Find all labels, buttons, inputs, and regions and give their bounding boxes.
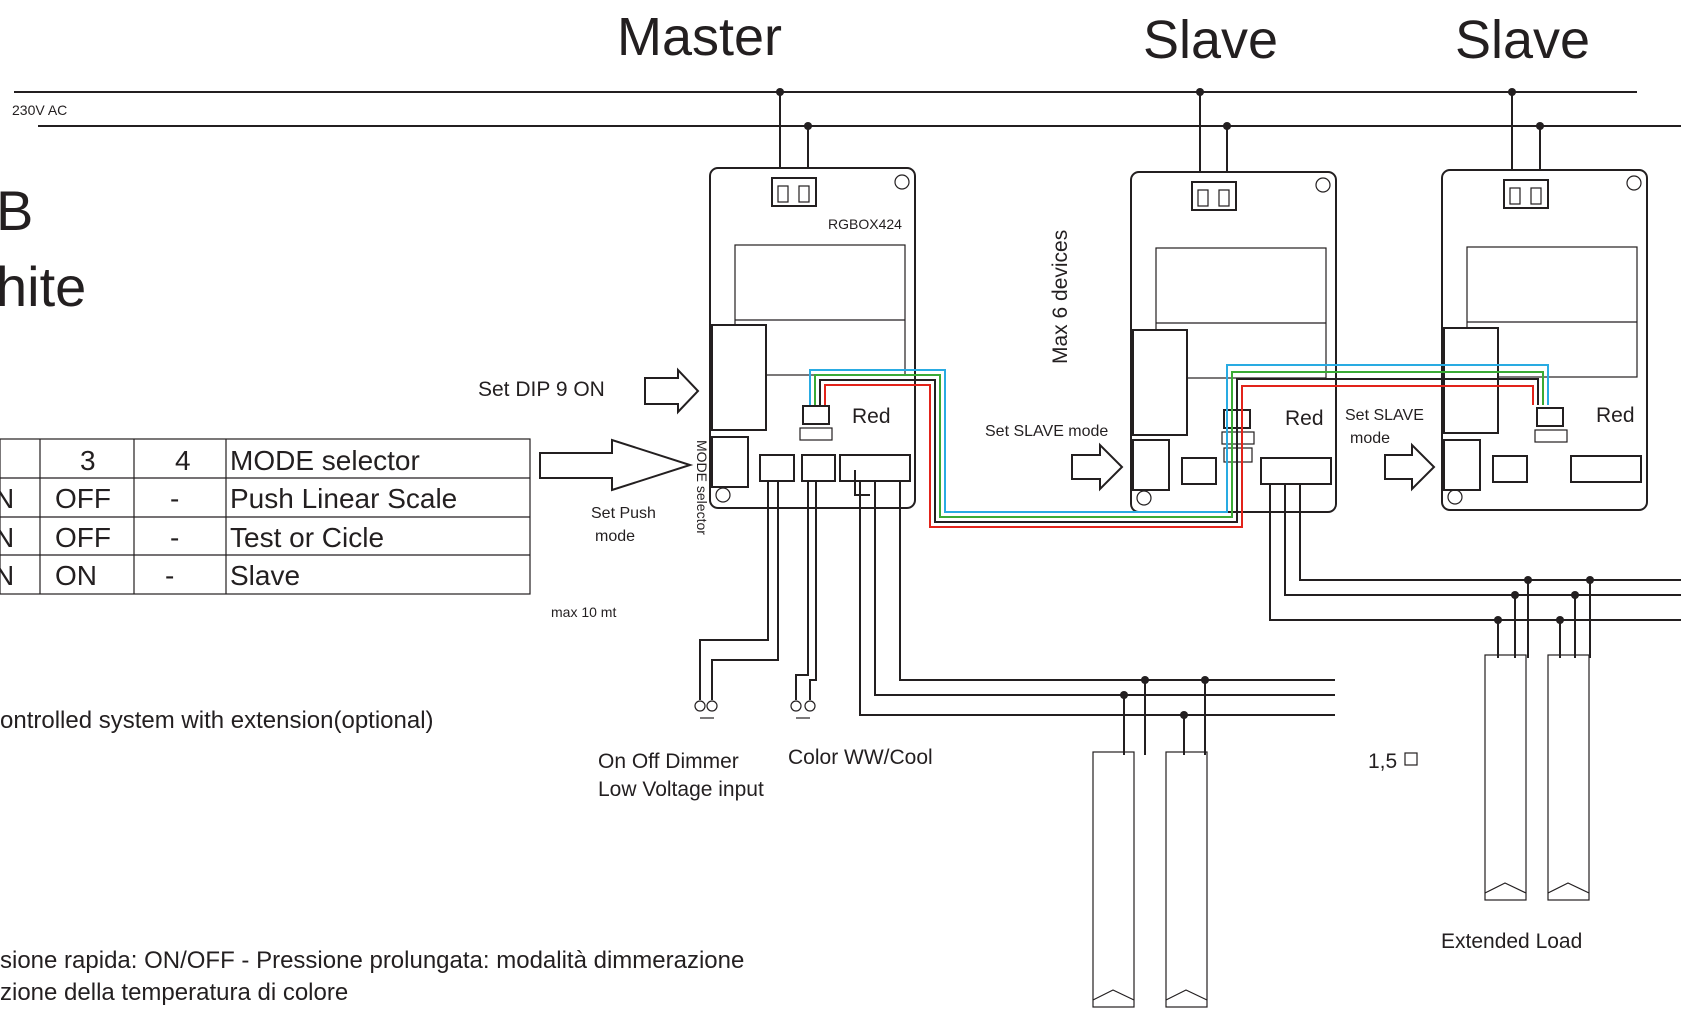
table-row3-col2: N: [0, 560, 14, 591]
master-input-wiring: [699, 470, 1335, 716]
table-header-mode: MODE selector: [230, 445, 420, 476]
extended-load: Extended Load: [1441, 930, 1582, 953]
slave-device-2: [1441, 169, 1648, 511]
table-row1-mode: Push Linear Scale: [230, 483, 457, 514]
slave-device-1: [1130, 171, 1337, 513]
footnote-1: sione rapida: ON/OFF - Pressione prolung…: [0, 947, 744, 974]
table-row3-col3: ON: [55, 560, 97, 591]
power-label: 230V AC: [12, 102, 67, 118]
slave-mode-label-2b: mode: [1350, 430, 1390, 447]
footnote-2: zione della temperatura di colore: [0, 979, 348, 1006]
table-row2-col2: N: [0, 522, 14, 553]
device-model: RGBOX424: [828, 216, 902, 232]
table-header-col4: 4: [175, 445, 191, 476]
system-caption: ontrolled system with extension(optional…: [0, 707, 434, 734]
mode-selector-vertical: MODE selector: [694, 440, 710, 535]
table-header-col3: 3: [80, 445, 96, 476]
slave-output-wiring: [1269, 484, 1681, 621]
table-row2-col4: -: [170, 522, 179, 553]
push-mode-line1: Set Push: [591, 505, 656, 522]
master-led-strip-2: [1165, 751, 1208, 1008]
table-row2-mode: Test or Cicle: [230, 522, 384, 553]
table-row3-col4: -: [165, 560, 174, 591]
cable-length: max 10 mt: [551, 604, 616, 620]
extended-led-drops: [1494, 576, 1594, 658]
slave-mode-label-2a: Set SLAVE: [1345, 407, 1424, 424]
extended-led-strip-2: [1547, 654, 1590, 901]
slave-mode-label-1: Set SLAVE mode: [985, 423, 1108, 440]
table-row1-col4: -: [170, 483, 179, 514]
master-title: Master: [617, 7, 782, 67]
extended-led-strip-1: [1484, 654, 1527, 901]
table-row1-col2: N: [0, 483, 14, 514]
master-switch-icons: [694, 700, 816, 719]
slave-title-2: Slave: [1455, 10, 1590, 70]
master-device: [709, 167, 916, 509]
slave-arrow-1: [1071, 442, 1124, 492]
slave-arrow-2: [1384, 442, 1436, 492]
mains-drops: [776, 88, 1544, 182]
section-size: 1,5: [1368, 750, 1397, 773]
left-title-line1: B: [0, 179, 33, 242]
push-mode-line2: mode: [595, 528, 635, 545]
mains-lines: [14, 91, 1681, 127]
table-row3-mode: Slave: [230, 560, 300, 591]
dip-instruction: Set DIP 9 ON: [478, 378, 605, 401]
red-label-slave2: Red: [1596, 404, 1635, 427]
input-color: Color WW/Cool: [788, 746, 933, 769]
section-square-icon: [1404, 752, 1418, 766]
input-dimmer-line1: On Off Dimmer: [598, 750, 739, 773]
bus-cables: [809, 364, 1549, 528]
dip-arrow: [644, 367, 700, 415]
table-row1-col3: OFF: [55, 483, 111, 514]
red-label-slave1: Red: [1285, 407, 1324, 430]
mode-arrow: [539, 438, 694, 492]
input-dimmer-line2: Low Voltage input: [598, 778, 764, 801]
red-label-master: Red: [852, 405, 891, 428]
master-led-drops: [1120, 676, 1209, 755]
mode-table: [0, 438, 531, 595]
left-title-line2: hite: [0, 255, 86, 318]
master-led-strip-1: [1092, 751, 1135, 1008]
table-row2-col3: OFF: [55, 522, 111, 553]
max-devices: Max 6 devices: [1049, 230, 1072, 364]
slave-title-1: Slave: [1143, 10, 1278, 70]
